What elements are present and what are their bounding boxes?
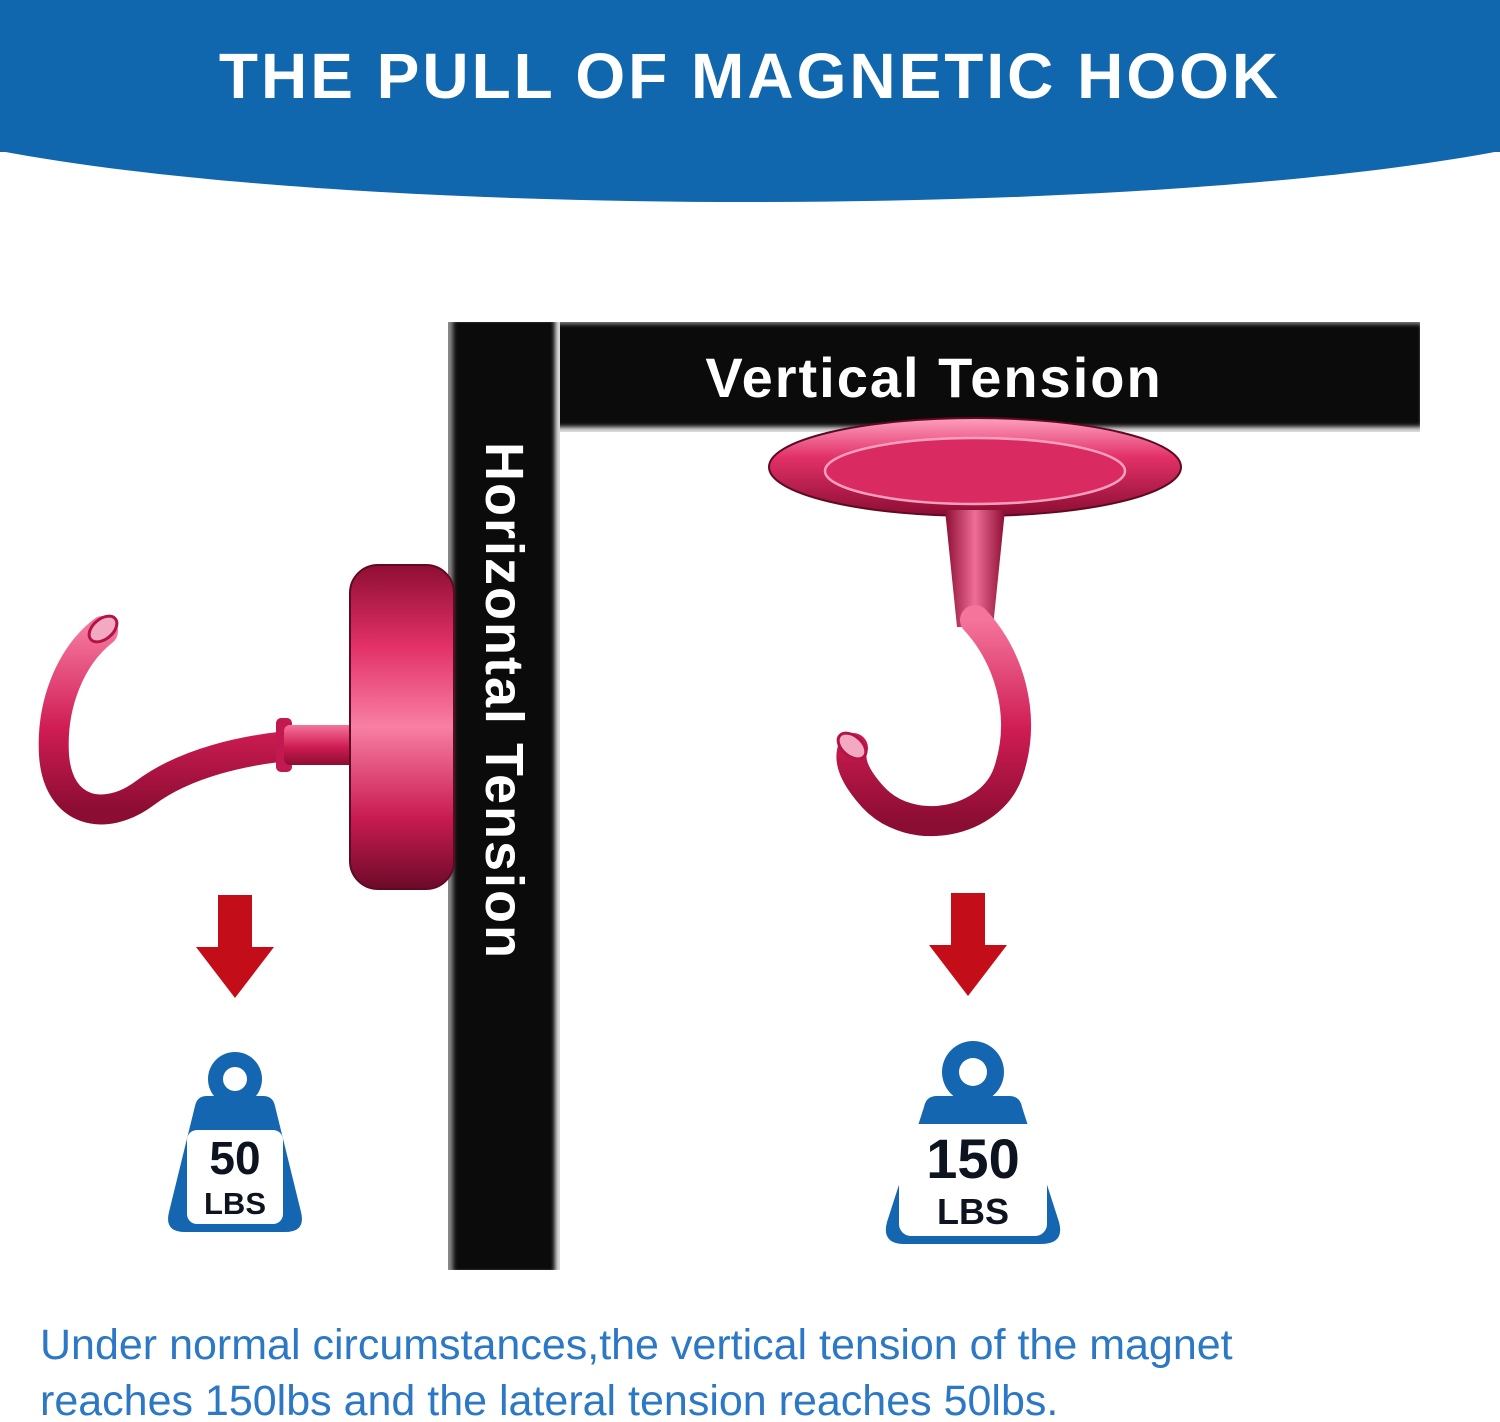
- weight-unit: LBS: [204, 1186, 266, 1221]
- weight-unit: LBS: [937, 1191, 1009, 1232]
- header-banner: THE PULL OF MAGNETIC HOOK: [0, 0, 1500, 152]
- header-curve-shape: [0, 151, 1500, 202]
- magnetic-hook-side-icon: [38, 564, 455, 890]
- page-title: THE PULL OF MAGNETIC HOOK: [218, 40, 1282, 112]
- down-arrow-icon: [196, 895, 274, 998]
- vertical-tension-label: Vertical Tension: [705, 345, 1163, 409]
- caption-line-2: reaches 150lbs and the lateral tension r…: [40, 1376, 1059, 1422]
- weight-value: 150: [926, 1127, 1019, 1190]
- magnetic-hook-bottom-icon: [768, 417, 1182, 836]
- caption: Under normal circumstances,the vertical …: [40, 1318, 1480, 1422]
- weight-value: 50: [209, 1132, 260, 1184]
- ceiling-bar: Vertical Tension: [448, 322, 1420, 432]
- horizontal-tension-label: Horizontal Tension: [474, 442, 534, 960]
- caption-line-1: Under normal circumstances,the vertical …: [40, 1321, 1233, 1369]
- weight-50-icon: 50 LBS: [168, 1052, 302, 1232]
- weight-150-icon: 150 LBS: [885, 1041, 1061, 1244]
- down-arrow-icon: [929, 893, 1007, 996]
- wall-bar: Horizontal Tension: [448, 322, 560, 1270]
